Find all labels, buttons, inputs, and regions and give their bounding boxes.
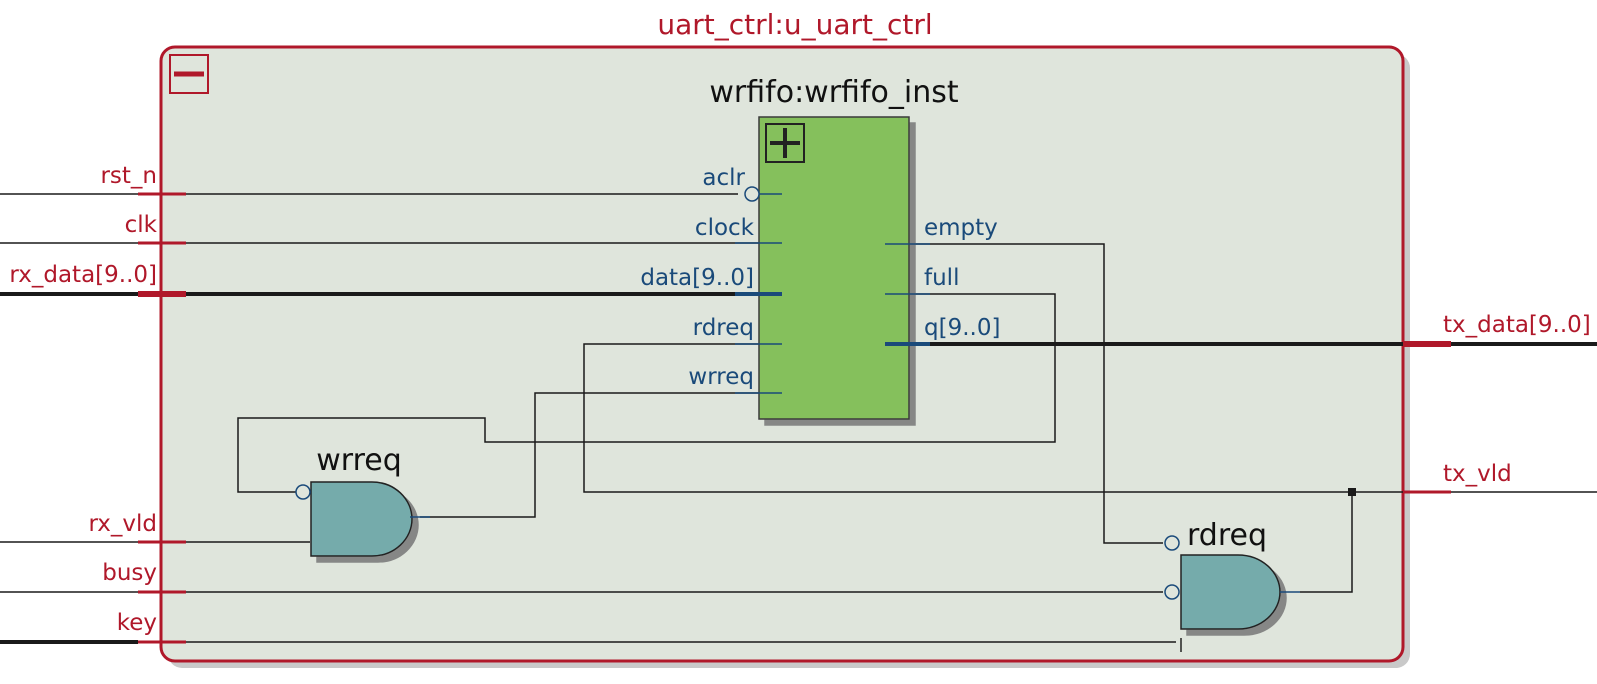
- port-full: full: [924, 265, 959, 291]
- module-title: uart_ctrl:u_uart_ctrl: [657, 8, 932, 41]
- port-aclr: aclr: [702, 165, 745, 191]
- port-data: data[9..0]: [640, 265, 754, 291]
- wires: [0, 193, 1597, 644]
- wire-empty: [885, 243, 1163, 544]
- port-empty: empty: [924, 215, 998, 241]
- expand-button[interactable]: [765, 123, 805, 163]
- pin-label-tx_data: tx_data[9..0]: [1443, 312, 1591, 338]
- port-rdreq: rdreq: [693, 315, 754, 341]
- pin-label-rx_data: rx_data[9..0]: [9, 262, 157, 288]
- wrreq-inverter-bubble: [295, 484, 311, 500]
- wire-full: [237, 293, 1056, 493]
- rdreq-inverter-bubble-2: [1164, 584, 1180, 600]
- pin-label-key: key: [117, 610, 157, 636]
- wire-rdreq-out: [1300, 492, 1353, 593]
- wire-rdreq: [583, 343, 1352, 493]
- rdreq-and-gate[interactable]: [1180, 554, 1281, 630]
- fifo-port-stubs: [735, 193, 930, 394]
- rdreq-inverter-bubble-1: [1164, 535, 1180, 551]
- port-q: q[9..0]: [924, 315, 1000, 341]
- pin-label-rx_vld: rx_vld: [88, 511, 157, 537]
- wrreq-gate-label: wrreq: [316, 443, 402, 478]
- wrreq-and-gate[interactable]: [310, 481, 413, 557]
- pin-label-busy: busy: [102, 560, 157, 586]
- pin-label-tx_vld: tx_vld: [1443, 461, 1512, 487]
- fifo-title: wrfifo:wrfifo_inst: [709, 75, 958, 110]
- aclr-inverter-bubble: [744, 186, 760, 202]
- fifo-block[interactable]: [758, 116, 910, 420]
- collapse-button[interactable]: [169, 54, 209, 94]
- wire-wrreq: [420, 392, 782, 518]
- wire-junction: [1348, 488, 1356, 496]
- plus-icon: [770, 128, 800, 158]
- pin-label-clk: clk: [125, 212, 158, 238]
- port-clock: clock: [695, 215, 755, 241]
- module-pins: [138, 192, 1451, 644]
- pin-label-rst_n: rst_n: [100, 163, 157, 189]
- rdreq-gate-label: rdreq: [1187, 518, 1267, 553]
- port-wrreq: wrreq: [688, 364, 754, 390]
